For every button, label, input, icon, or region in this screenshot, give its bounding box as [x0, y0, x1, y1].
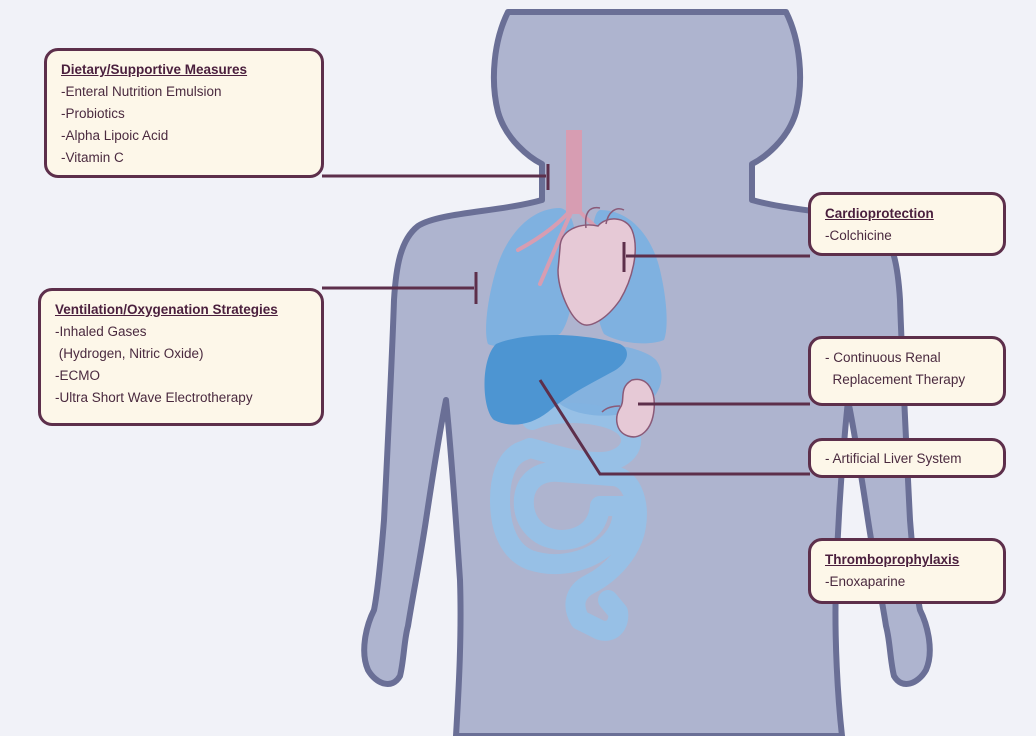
dietary-item: -Enteral Nutrition Emulsion	[61, 81, 309, 103]
liver-item: - Artificial Liver System	[825, 448, 991, 470]
renal-item: Replacement Therapy	[825, 369, 991, 391]
thrombo-box: Thromboprophylaxis -Enoxaparine	[808, 538, 1006, 604]
ventilation-box: Ventilation/Oxygenation Strategies -Inha…	[38, 288, 324, 426]
thrombo-item: -Enoxaparine	[825, 571, 991, 593]
renal-item: - Continuous Renal	[825, 347, 991, 369]
dietary-box: Dietary/Supportive Measures -Enteral Nut…	[44, 48, 324, 178]
cardio-box: Cardioprotection -Colchicine	[808, 192, 1006, 256]
ventilation-item: -Inhaled Gases	[55, 321, 309, 343]
dietary-item: -Vitamin C	[61, 147, 309, 169]
ventilation-item: (Hydrogen, Nitric Oxide)	[55, 343, 309, 365]
cardio-item: -Colchicine	[825, 225, 991, 247]
thrombo-title: Thromboprophylaxis	[825, 549, 991, 571]
dietary-title: Dietary/Supportive Measures	[61, 59, 309, 81]
ventilation-item: -Ultra Short Wave Electrotherapy	[55, 387, 309, 409]
dietary-item: -Probiotics	[61, 103, 309, 125]
dietary-item: -Alpha Lipoic Acid	[61, 125, 309, 147]
liver-box: - Artificial Liver System	[808, 438, 1006, 478]
renal-box: - Continuous Renal Replacement Therapy	[808, 336, 1006, 406]
trachea	[566, 130, 582, 214]
cardio-title: Cardioprotection	[825, 203, 991, 225]
ventilation-item: -ECMO	[55, 365, 309, 387]
ventilation-title: Ventilation/Oxygenation Strategies	[55, 299, 309, 321]
